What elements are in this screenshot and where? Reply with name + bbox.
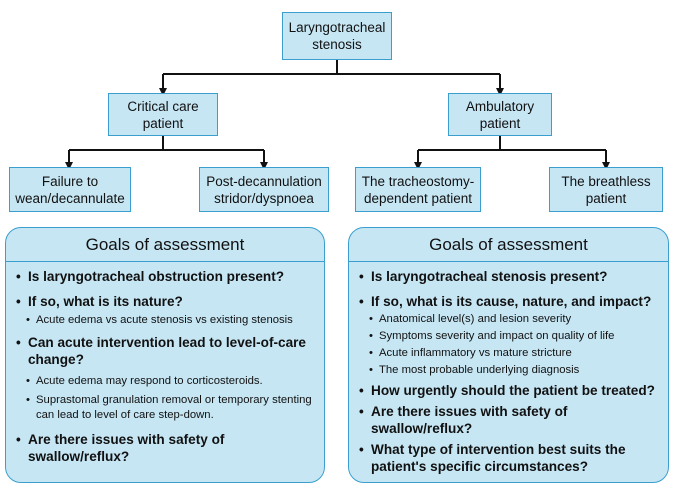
left-goal-swallow: Are there issues with safety of swallow/… xyxy=(16,431,318,465)
right-goal-cause-sub-1: Anatomical level(s) and lesion severity xyxy=(359,312,662,327)
left-goals-panel: Goals of assessment Is laryngotracheal o… xyxy=(5,227,325,483)
right-goal-swallow: Are there issues with safety of swallow/… xyxy=(359,403,662,437)
node-ambulatory-patient: Ambulatory patient xyxy=(448,93,552,136)
node-breathless-patient: The breathless patient xyxy=(549,167,663,212)
left-goal-obstruction: Is laryngotracheal obstruction present? xyxy=(16,268,318,285)
node-laryngotracheal-stenosis: Laryngotracheal stenosis xyxy=(282,12,392,60)
right-goal-urgency: How urgently should the patient be treat… xyxy=(359,382,662,399)
right-goal-intervention-type: What type of intervention best suits the… xyxy=(359,441,662,475)
right-goals-panel: Goals of assessment Is laryngotracheal s… xyxy=(348,227,669,483)
node-tracheostomy-dependent: The tracheostomy- dependent patient xyxy=(355,167,481,212)
left-panel-title: Goals of assessment xyxy=(6,228,324,262)
node-post-decannulation: Post-decannulation stridor/dyspnoea xyxy=(199,167,329,212)
right-goal-cause-sub-2: Symptoms severity and impact on quality … xyxy=(359,329,662,344)
right-goals-list: Is laryngotracheal stenosis present? If … xyxy=(359,268,662,475)
node-critical-care-patient: Critical care patient xyxy=(108,93,218,136)
left-goal-nature-sub: Acute edema vs acute stenosis vs existin… xyxy=(16,313,318,328)
left-goals-list: Is laryngotracheal obstruction present? … xyxy=(16,268,318,465)
left-goal-intervention-sub-1: Acute edema may respond to corticosteroi… xyxy=(16,374,318,389)
right-goal-cause-sub-3: Acute inflammatory vs mature stricture xyxy=(359,346,662,361)
left-goal-nature: If so, what is its nature? xyxy=(16,293,318,310)
right-goal-stenosis-present: Is laryngotracheal stenosis present? xyxy=(359,268,662,285)
left-goal-acute-intervention: Can acute intervention lead to level-of-… xyxy=(16,334,318,368)
right-goal-cause-sub-4: The most probable underlying diagnosis xyxy=(359,363,662,378)
right-panel-title: Goals of assessment xyxy=(349,228,668,262)
node-failure-to-wean: Failure to wean/decannulate xyxy=(9,167,131,212)
left-goal-intervention-sub-2: Suprastomal granulation removal or tempo… xyxy=(16,393,318,423)
right-goal-cause: If so, what is its cause, nature, and im… xyxy=(359,293,662,310)
